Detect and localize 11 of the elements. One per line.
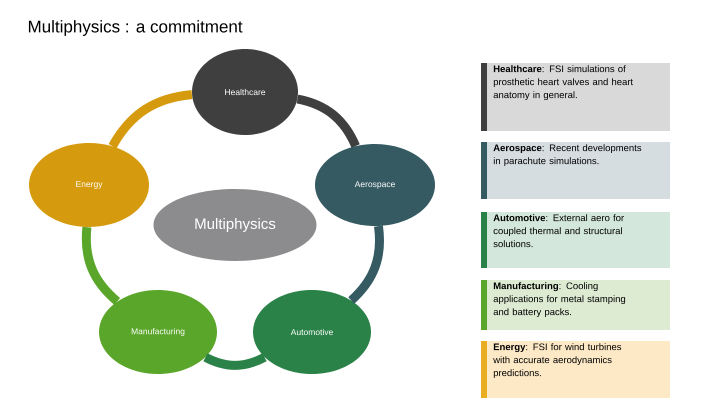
ring-segment [82,226,120,305]
ring-segment [296,94,360,148]
ring-segment [348,226,384,304]
description-panel: Healthcare: FSI simulations of prosthetic heart valves and heart anatomy in general. [481,63,670,131]
ring-segment [108,90,192,148]
ring-segment [203,353,267,370]
title: Multiphysics : a commitment [28,20,242,36]
description-panel: Manufacturing: Cooling applications for metal stamping and battery packs. [481,280,670,330]
description-panel: Energy: FSI for wind turbines with accurate aerodynamics predictions. [481,341,670,398]
description-panel: Aerospace: Recent developments in parachute simulations. [481,142,670,199]
description-panel: Automotive: External aero for coupled thermal and structural solutions. [481,212,670,268]
